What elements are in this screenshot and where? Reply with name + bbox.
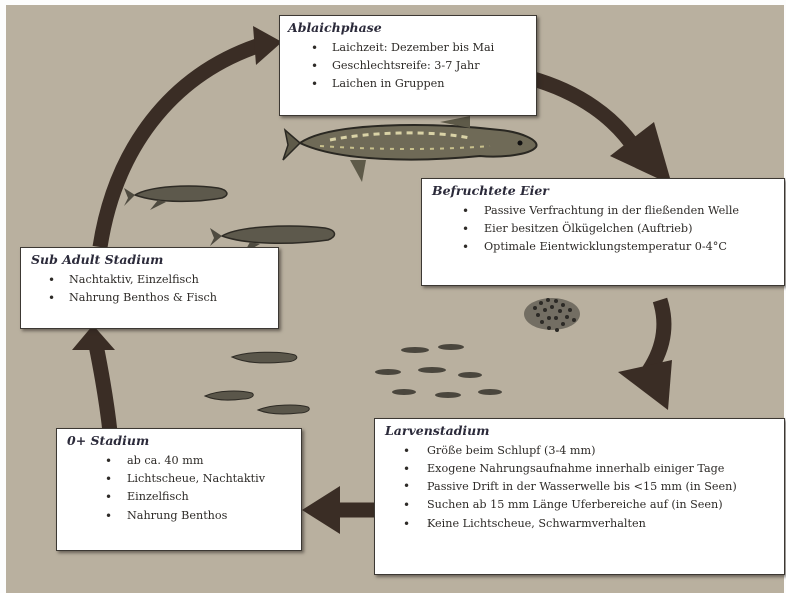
egg-cluster bbox=[524, 298, 580, 332]
stage-box-0plus: 0+ Stadium ab ca. 40 mm Lichtscheue, Nac… bbox=[56, 428, 302, 551]
stage-box-ablaichphase: Ablaichphase Laichzeit: Dezember bis Mai… bbox=[279, 15, 537, 116]
list-item: Passive Drift in der Wasserwelle bis <15… bbox=[385, 478, 737, 496]
stage-box-sub-adult: Sub Adult Stadium Nachtaktiv, Einzelfisc… bbox=[20, 247, 279, 329]
arrow-ablaich-to-eier bbox=[527, 70, 643, 155]
arrowhead-ablaich bbox=[253, 26, 282, 65]
juvenile-fish-group bbox=[203, 351, 310, 415]
list-item: Laichen in Gruppen bbox=[294, 75, 528, 93]
stage-list-sub-adult: Nachtaktiv, Einzelfisch Nahrung Benthos … bbox=[31, 271, 270, 308]
list-item: Nachtaktiv, Einzelfisch bbox=[31, 271, 270, 289]
larvae-group bbox=[375, 344, 502, 398]
arrow-heads bbox=[72, 26, 672, 534]
list-item: Eier besitzen Ölkügelchen (Auftrieb) bbox=[432, 220, 776, 238]
list-item: Exogene Nahrungsaufnahme innerhalb einig… bbox=[385, 460, 776, 478]
arrowhead-eier bbox=[610, 122, 672, 185]
stage-list-ablaichphase: Laichzeit: Dezember bis Mai Geschlechtsr… bbox=[294, 39, 528, 94]
arrowhead-sub bbox=[72, 325, 115, 350]
stage-title-larvenstadium: Larvenstadium bbox=[385, 423, 490, 438]
fish-subadult-1 bbox=[124, 185, 228, 210]
stage-box-larvenstadium: Larvenstadium Größe beim Schlupf (3-4 mm… bbox=[374, 418, 785, 575]
list-item: Nahrung Benthos & Fisch bbox=[31, 289, 270, 307]
list-item: Größe beim Schlupf (3-4 mm) bbox=[385, 442, 776, 460]
list-item: Keine Lichtscheue, Schwarmverhalten bbox=[385, 515, 776, 533]
arrowhead-plus bbox=[302, 486, 340, 534]
stage-box-befruchtete-eier: Befruchtete Eier Passive Verfrachtung in… bbox=[421, 178, 785, 286]
fish-subadult-2 bbox=[210, 225, 336, 253]
list-item: Passive Verfrachtung in der fließenden W… bbox=[432, 202, 776, 220]
list-item: Suchen ab 15 mm Länge Uferbereiche auf (… bbox=[385, 496, 776, 514]
stage-title-befruchtete-eier: Befruchtete Eier bbox=[432, 183, 549, 198]
cycle-arrows bbox=[88, 37, 672, 518]
list-item: Einzelfisch bbox=[67, 488, 293, 506]
stage-title-0plus: 0+ Stadium bbox=[67, 433, 150, 448]
list-item: Geschlechtsreife: 3-7 Jahr bbox=[294, 57, 528, 75]
list-item: Laichzeit: Dezember bis Mai bbox=[294, 39, 528, 57]
stage-title-ablaichphase: Ablaichphase bbox=[288, 20, 382, 35]
list-item: Lichtscheue, Nachtaktiv bbox=[67, 470, 293, 488]
fish-adult-illustration bbox=[282, 116, 538, 182]
stage-list-befruchtete-eier: Passive Verfrachtung in der fließenden W… bbox=[432, 202, 776, 257]
arrow-sub-to-ablaich bbox=[92, 37, 263, 249]
arrowhead-larven bbox=[618, 360, 672, 410]
stage-list-0plus: ab ca. 40 mm Lichtscheue, Nachtaktiv Ein… bbox=[67, 452, 293, 525]
list-item: ab ca. 40 mm bbox=[67, 452, 293, 470]
list-item: Nahrung Benthos bbox=[67, 507, 293, 525]
stage-title-sub-adult: Sub Adult Stadium bbox=[31, 252, 164, 267]
list-item: Optimale Eientwicklungstemperatur 0-4°C bbox=[432, 238, 776, 256]
arrow-plus-to-sub bbox=[88, 343, 118, 433]
stage-list-larvenstadium: Größe beim Schlupf (3-4 mm) Exogene Nahr… bbox=[385, 442, 776, 533]
